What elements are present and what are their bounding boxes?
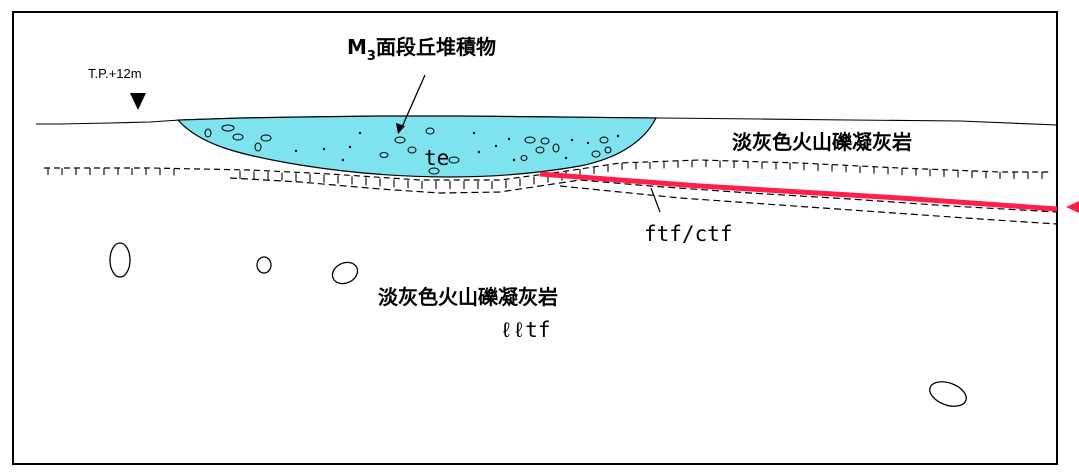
- upper-tuff-label: 淡灰色火山礫凝灰岩: [732, 130, 912, 154]
- terrace-clasts: [204, 124, 612, 175]
- lower-tuff-label: 淡灰色火山礫凝灰岩: [378, 285, 558, 309]
- terrace-leader: [401, 74, 426, 128]
- terrace-leader-arrowhead: [396, 123, 405, 134]
- lower-clasts: [109, 242, 967, 407]
- terrace-deposit-label: M3面段丘堆積物: [347, 35, 496, 64]
- elevation-label: T.P.+12m: [88, 66, 142, 81]
- lower-tuff-code: ℓℓtf: [500, 318, 551, 342]
- terrace-code: te: [424, 146, 449, 170]
- tuff-boundary-lower: [229, 177, 1058, 213]
- seam-leader: [650, 187, 661, 213]
- seam-code: ftf/ctf: [644, 222, 733, 246]
- elevation-marker-icon: [130, 93, 146, 110]
- red-seam: [539, 171, 1058, 212]
- frame-border: [12, 11, 1058, 465]
- terrace-deposit: [176, 115, 657, 178]
- seam-pointer-arrow: [1066, 201, 1079, 213]
- terrace-dots: [294, 131, 620, 162]
- seam-lower-line: [559, 185, 1058, 225]
